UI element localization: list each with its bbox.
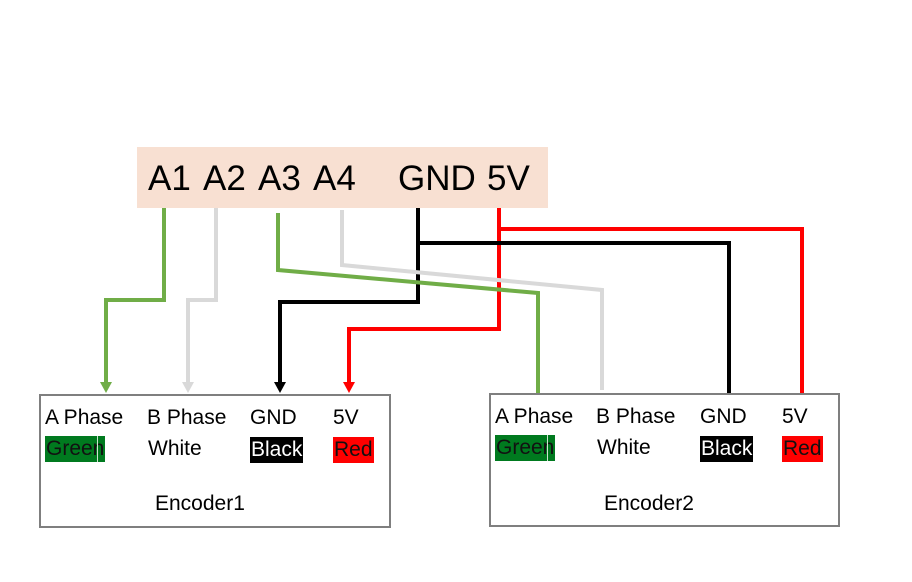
encoder2-gnd-label: GND <box>700 405 747 428</box>
encoder1-box: A Phase B Phase GND 5V Green White Black… <box>39 394 391 528</box>
wire-gnd-to-encoder2-gnd <box>418 241 731 393</box>
wire-a4-to-encoder2-b-phase <box>340 210 604 390</box>
tag-divider <box>97 436 98 462</box>
pin-a3: A3 <box>258 159 301 198</box>
encoder2-box: A Phase B Phase GND 5V Green White Black… <box>489 393 840 527</box>
pin-gnd: GND <box>398 159 476 198</box>
encoder1-a-phase-label: A Phase <box>45 406 124 429</box>
pin-a4: A4 <box>313 159 356 198</box>
encoder1-a-phase-color-tag: Green <box>45 436 106 462</box>
encoder2-a-phase-label: A Phase <box>495 405 574 428</box>
encoder1-5v-label: 5V <box>333 406 359 429</box>
encoder1-b-phase-label: B Phase <box>147 406 227 429</box>
encoder1-gnd-label: GND <box>250 406 297 429</box>
pin-5v: 5V <box>487 159 530 198</box>
wire-5v-to-encoder2-5v <box>499 227 804 393</box>
wire-a3-to-encoder2-a-phase <box>276 213 540 393</box>
encoder1-a-phase-color-text: Green <box>46 437 105 460</box>
encoder2-a-phase-color-text: Green <box>496 436 555 459</box>
encoder1-b-phase-color-tag: White <box>148 437 202 460</box>
encoder2-b-phase-label: B Phase <box>596 405 676 428</box>
wire-gnd-to-encoder1-gnd-arrowhead <box>274 382 286 393</box>
wire-a2-to-encoder1-b-phase-arrowhead <box>182 382 194 393</box>
encoder2-5v-label: 5V <box>782 405 808 428</box>
tag-divider <box>547 435 548 461</box>
encoder1-5v-color-tag: Red <box>333 437 374 463</box>
encoder1-title: Encoder1 <box>155 492 245 515</box>
wire-a1-to-encoder1-a-phase-arrowhead <box>100 382 112 393</box>
pin-a1: A1 <box>148 159 191 198</box>
encoder2-5v-color-tag: Red <box>782 436 823 462</box>
wire-a1-to-encoder1-a-phase <box>104 208 166 384</box>
encoder1-gnd-color-tag: Black <box>250 437 304 463</box>
wire-5v-to-encoder1-5v-arrowhead <box>343 382 355 393</box>
header-pin-bar: A1 A2 A3 A4 GND 5V <box>137 147 548 208</box>
pin-a2: A2 <box>203 159 246 198</box>
wire-gnd-to-encoder1-gnd <box>278 208 420 384</box>
encoder2-title: Encoder2 <box>604 492 694 515</box>
wire-a2-to-encoder1-b-phase <box>186 208 218 384</box>
encoder2-b-phase-color-tag: White <box>597 436 651 459</box>
encoder2-a-phase-color-tag: Green <box>495 435 556 461</box>
encoder2-gnd-color-tag: Black <box>700 436 754 462</box>
wire-5v-to-encoder1-5v <box>347 208 501 384</box>
